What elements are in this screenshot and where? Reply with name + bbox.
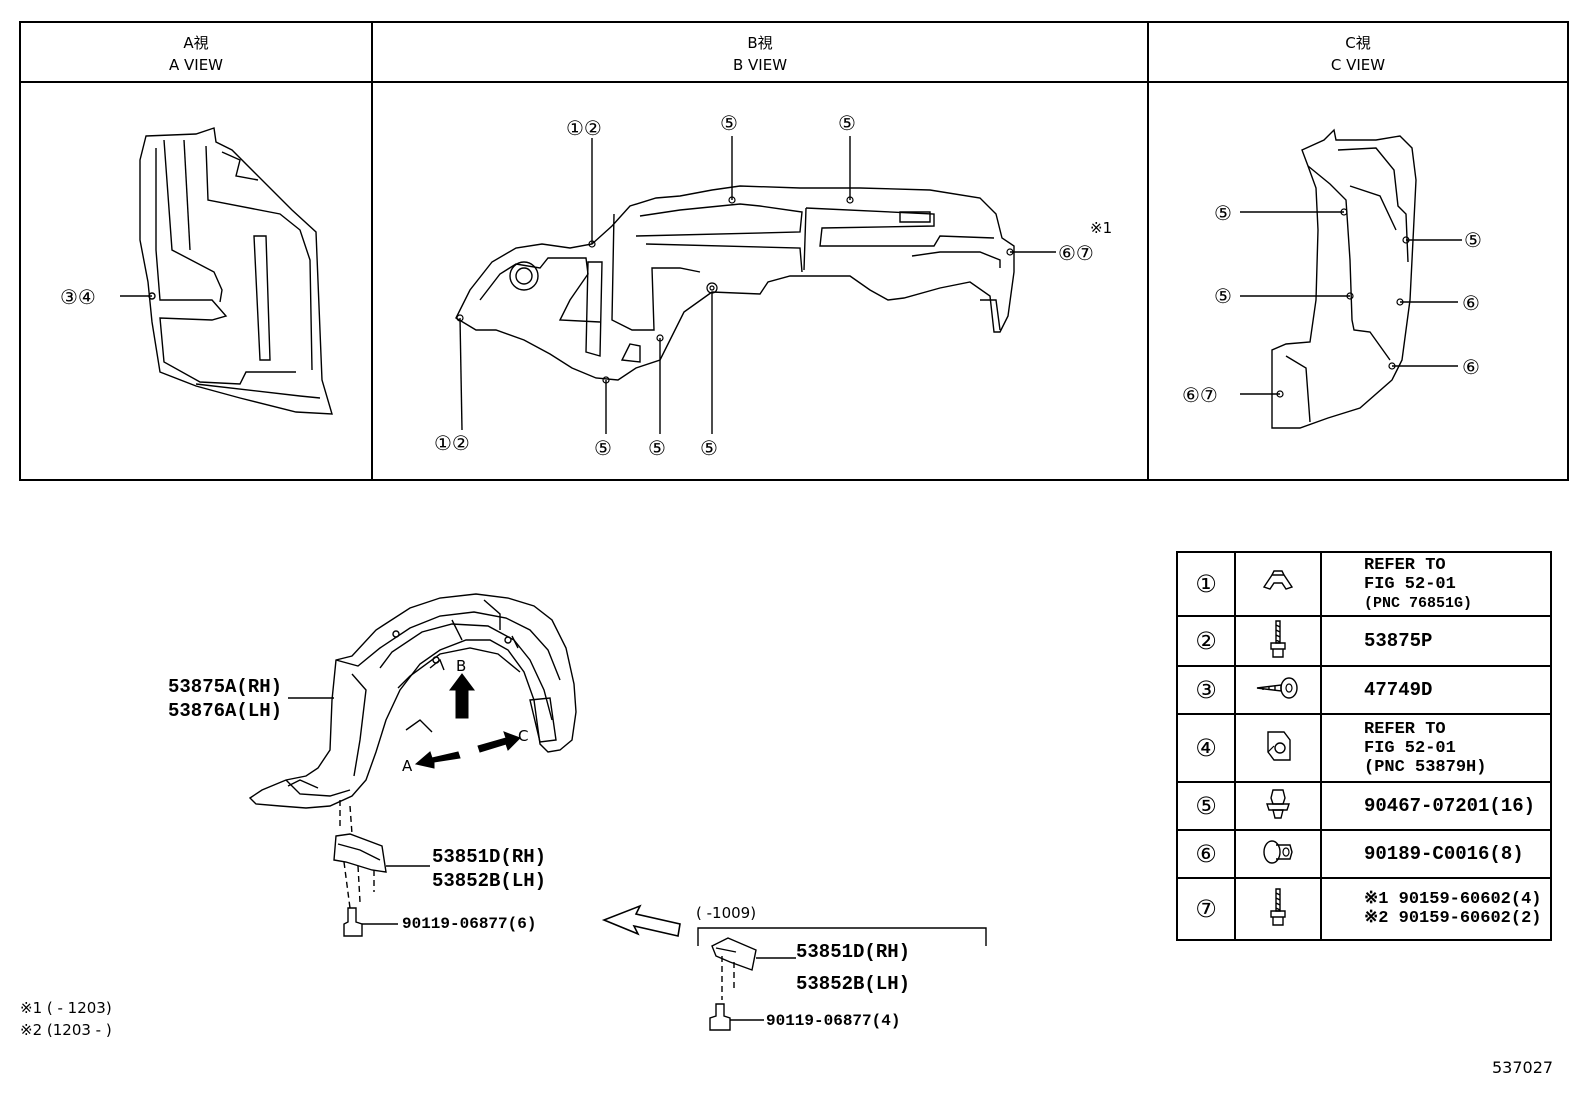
legend-number: ① — [1176, 551, 1236, 617]
arrow-label-c: C — [518, 727, 529, 745]
view-header-b: B視 B VIEW — [372, 32, 1148, 76]
legend-row: ③ 47749D — [1176, 665, 1552, 715]
legend-line: 53875P — [1364, 629, 1433, 652]
callout-b-5-a: ⑤ — [720, 111, 738, 135]
legend-row: ② 53875P — [1176, 615, 1552, 667]
fender-liner-drawing — [248, 593, 577, 809]
nut-clip-icon — [1234, 713, 1322, 783]
legend-part-ref: 90467-07201(16) — [1320, 781, 1552, 831]
part-seal-rh: 53851D(RH) — [432, 846, 547, 868]
part-bolt-main: 90119-06877(6) — [402, 915, 537, 933]
figure-id: 537027 — [1492, 1058, 1554, 1077]
view-c-label-en: C VIEW — [1330, 56, 1386, 74]
arrow-label-a: A — [402, 757, 413, 775]
callout-b-5-d: ⑤ — [648, 436, 666, 460]
push-clip-icon — [1234, 781, 1322, 831]
direction-arrows — [414, 673, 521, 769]
callout-c-6-a: ⑥ — [1462, 291, 1480, 315]
legend-part-ref: 53875P — [1320, 615, 1552, 667]
date-range-label: ( -1009) — [696, 904, 757, 922]
legend-line: REFER TO — [1364, 555, 1446, 575]
callout-c-5-c: ⑤ — [1214, 284, 1232, 308]
b-view-liner — [455, 136, 1056, 434]
view-a-label-en: A VIEW — [168, 56, 224, 74]
alt-seal-drawing — [697, 927, 987, 1031]
arrow-label-b: B — [456, 657, 467, 675]
hollow-arrow — [601, 904, 681, 937]
view-header-c: C視 C VIEW — [1148, 32, 1568, 76]
legend-number: ⑥ — [1176, 829, 1236, 879]
callout-c-5-b: ⑤ — [1464, 228, 1482, 252]
part-liner-rh: 53875A(RH) — [168, 676, 283, 698]
legend-part-ref: ※1 90159-60602(4)※2 90159-60602(2) — [1320, 877, 1552, 941]
pin-icon — [1234, 665, 1322, 715]
callout-b-5-b: ⑤ — [838, 111, 856, 135]
callout-c-6-7: ⑥⑦ — [1182, 383, 1218, 407]
legend-line: 90467-07201(16) — [1364, 794, 1536, 817]
view-b-label-en: B VIEW — [732, 56, 788, 74]
clip-icon — [1234, 551, 1322, 617]
callout-b-5-e: ⑤ — [700, 436, 718, 460]
legend-number: ⑦ — [1176, 877, 1236, 941]
legend-line: 47749D — [1364, 678, 1433, 701]
legend-number: ④ — [1176, 713, 1236, 783]
legend-part-ref: 90189-C0016(8) — [1320, 829, 1552, 879]
footnote-1: ※1 ( - 1203) — [20, 999, 112, 1017]
legend-line: ※1 90159-60602(4) — [1364, 890, 1542, 909]
callout-c-5-a: ⑤ — [1214, 201, 1232, 225]
callout-a-3-4: ③④ — [60, 285, 96, 309]
view-b-label-jp: B視 — [747, 34, 773, 52]
legend-line: FIG 52-01 — [1364, 738, 1456, 758]
callout-b-note1: ※1 — [1090, 219, 1113, 237]
part-liner-lh: 53876A(LH) — [168, 700, 283, 722]
legend-line: 90189-C0016(8) — [1364, 842, 1524, 865]
screw-icon — [1234, 615, 1322, 667]
legend-number: ③ — [1176, 665, 1236, 715]
footnote-2: ※2 (1203 - ) — [20, 1021, 112, 1039]
view-a-label-jp: A視 — [183, 34, 209, 52]
callout-c-6-b: ⑥ — [1462, 355, 1480, 379]
view-c-label-jp: C視 — [1345, 34, 1371, 52]
screw-icon — [1234, 877, 1322, 941]
a-view-liner — [139, 127, 333, 415]
grommet-icon — [1234, 829, 1322, 879]
c-view-liner — [1240, 128, 1462, 429]
legend-row: ⑤ 90467-07201(16) — [1176, 781, 1552, 831]
part-seal2-lh: 53852B(LH) — [796, 973, 911, 995]
legend-number: ⑤ — [1176, 781, 1236, 831]
part-seal-lh: 53852B(LH) — [432, 870, 547, 892]
legend-line: REFER TO — [1364, 719, 1446, 739]
part-seal2-rh: 53851D(RH) — [796, 941, 911, 963]
legend-row: ⑥ 90189-C0016(8) — [1176, 829, 1552, 879]
legend-row: ⑦ ※1 90159-60602(4)※2 90159-60602(2) — [1176, 877, 1552, 941]
legend-line: (PNC 53879H) — [1364, 757, 1487, 777]
callout-b-5-c: ⑤ — [594, 436, 612, 460]
view-header-a: A視 A VIEW — [20, 32, 372, 76]
callout-b-6-7: ⑥⑦ — [1058, 241, 1094, 265]
legend-line: FIG 52-01 — [1364, 574, 1456, 594]
legend-number: ② — [1176, 615, 1236, 667]
callout-b-1-2-top: ①② — [566, 116, 602, 140]
legend-line: (PNC 76851G) — [1364, 594, 1473, 612]
legend-line: ※2 90159-60602(2) — [1364, 909, 1542, 928]
part-bolt-alt: 90119-06877(4) — [766, 1012, 901, 1030]
seal-plate-drawing — [333, 800, 430, 937]
callout-b-1-2-bottom: ①② — [434, 431, 470, 455]
legend-part-ref: 47749D — [1320, 665, 1552, 715]
